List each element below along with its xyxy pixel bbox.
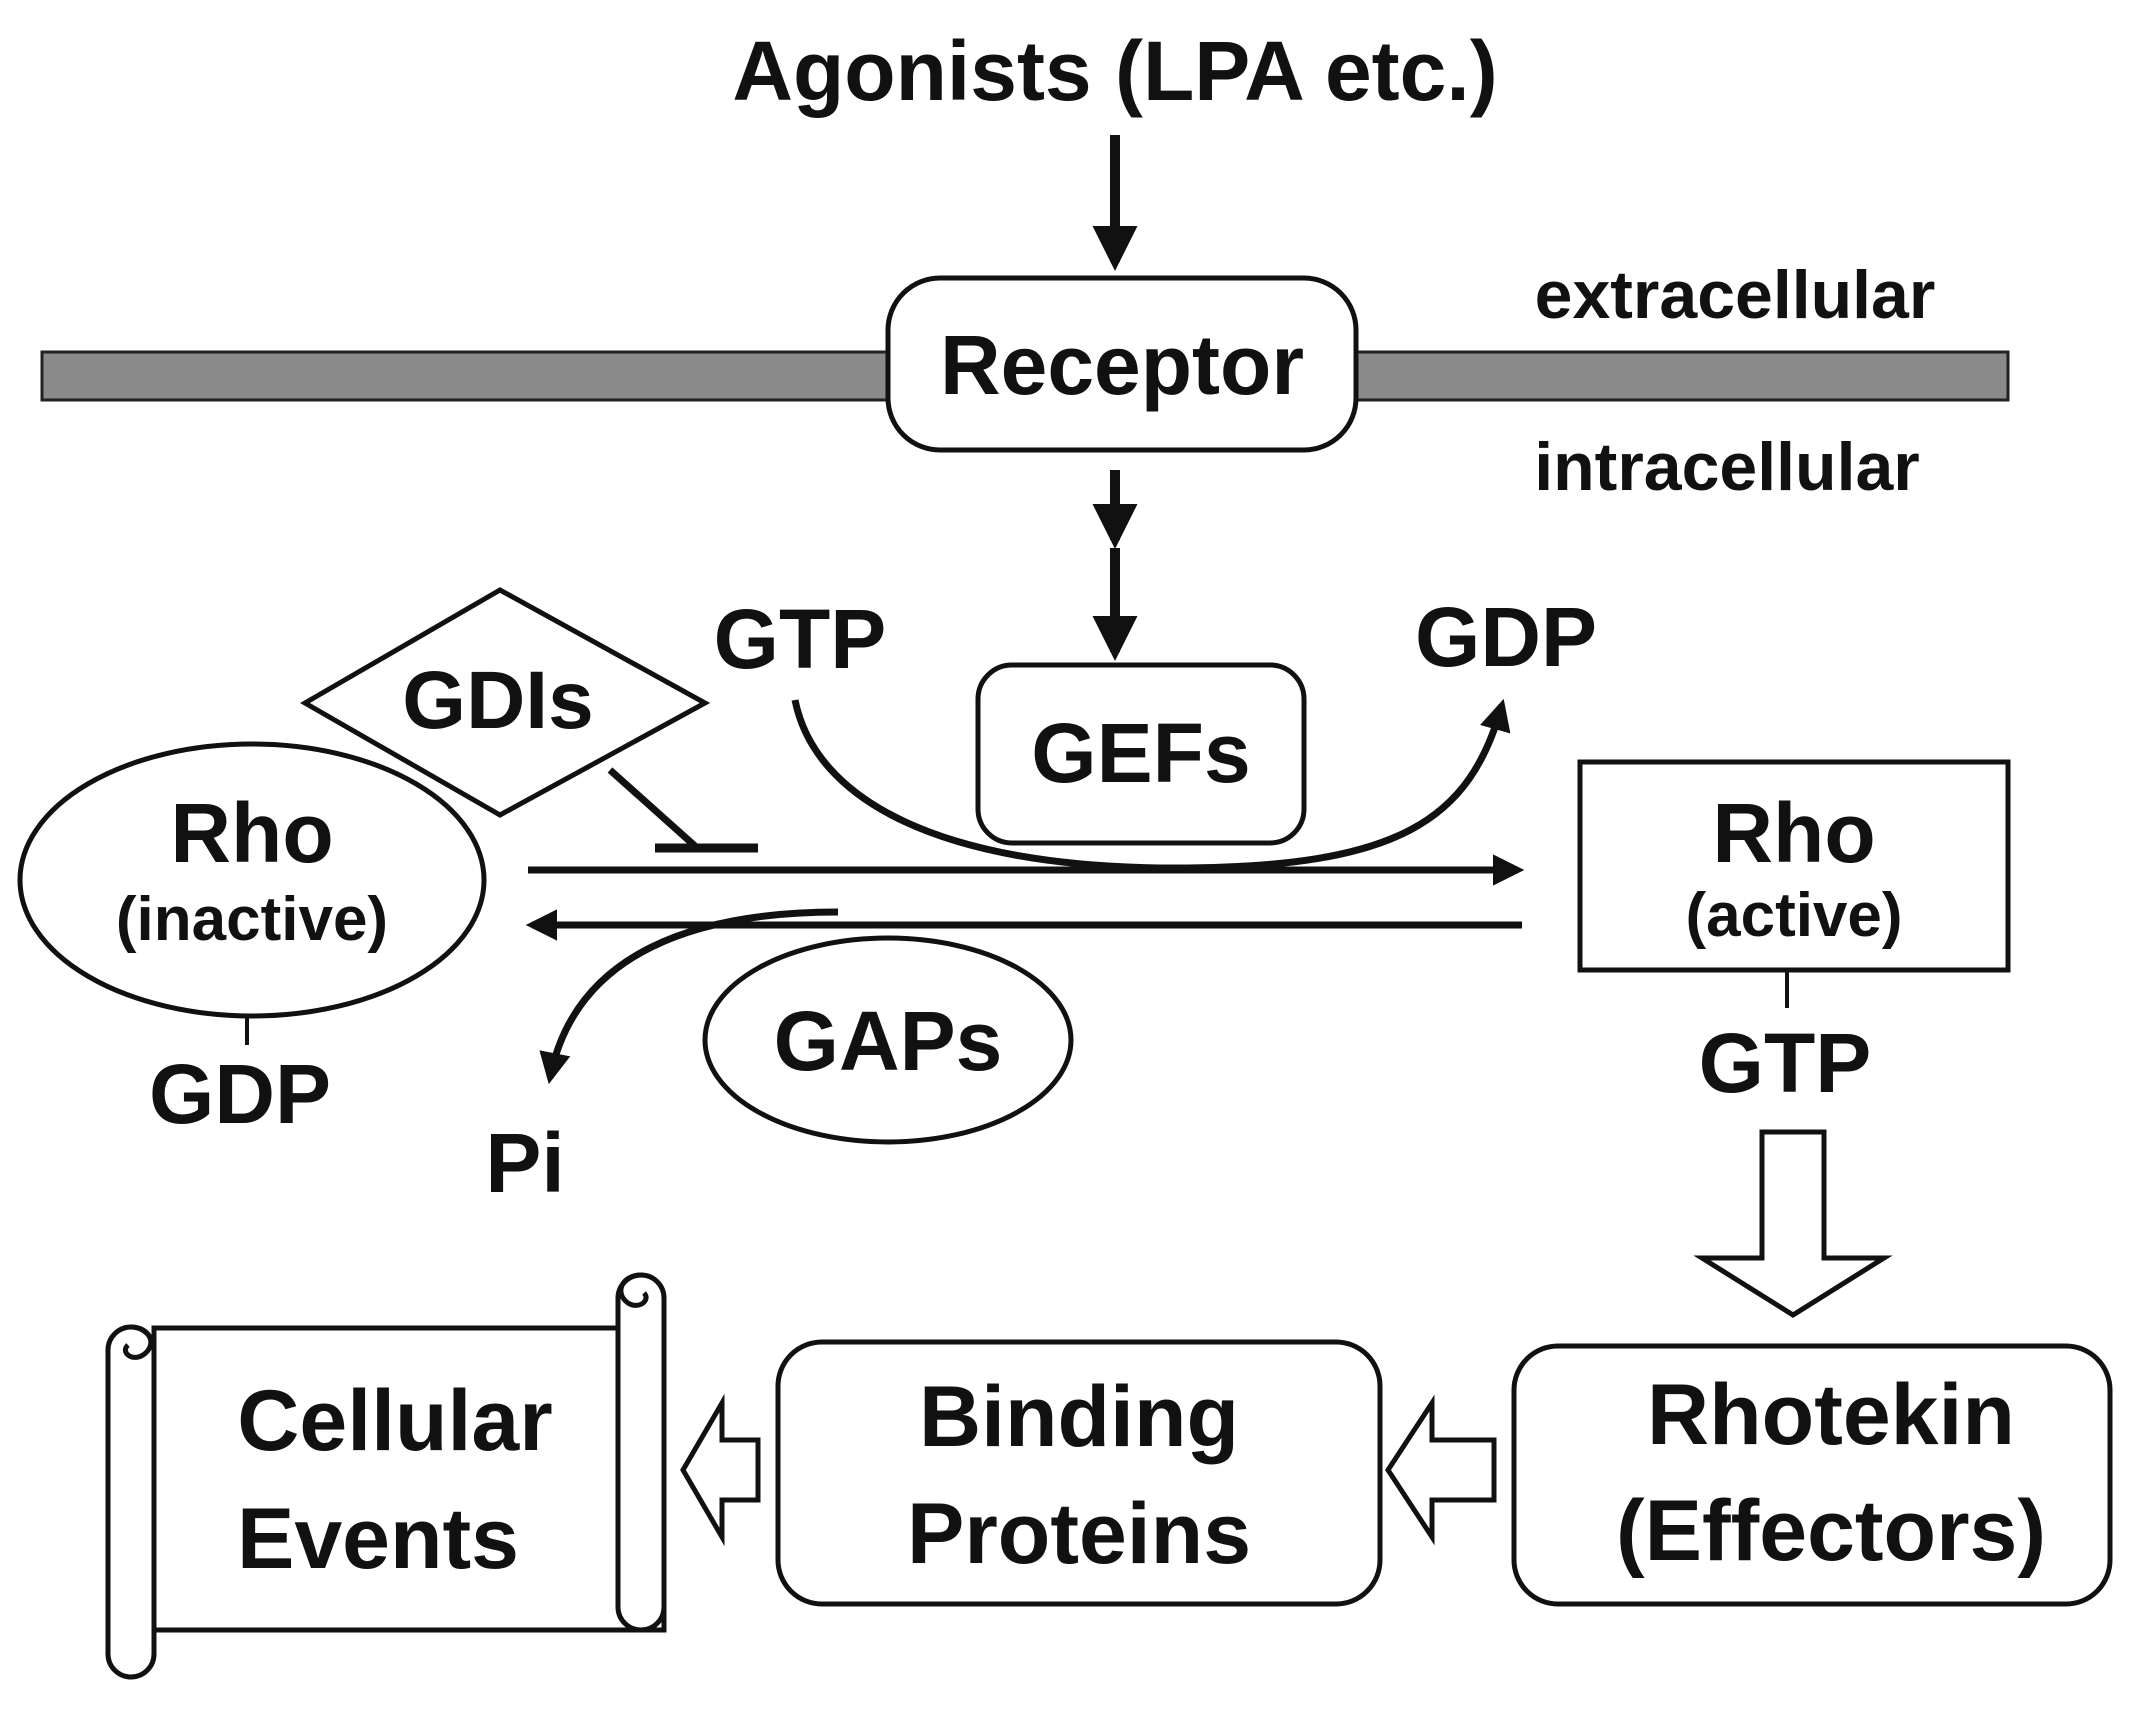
rhotekin-to-binding-hollow-arrow	[1385, 1394, 1497, 1546]
gdp-output-label: GDP	[1415, 590, 1597, 684]
rhotekin-box	[1511, 1343, 2113, 1607]
rho-inactive-ellipse	[17, 741, 487, 1019]
cellular-events-scroll	[105, 1272, 667, 1680]
gdis-label: GDIs	[402, 655, 593, 746]
gaps-ellipse	[702, 935, 1074, 1145]
gdis-inhibition-line	[607, 767, 698, 849]
rhotekin-line2: (Effectors)	[1616, 1483, 2046, 1579]
rho-active-gtp: GTP	[1699, 1016, 1872, 1110]
rho-inactive-name: Rho	[170, 786, 333, 880]
cellular-line2: Events	[237, 1491, 519, 1587]
binding-line2: Proteins	[907, 1486, 1251, 1582]
rho-to-rhotekin-hollow-arrow	[1693, 1129, 1893, 1318]
binding-line1: Binding	[919, 1369, 1239, 1465]
gefs-label: GEFs	[1031, 706, 1250, 800]
binding-to-cellular-hollow-arrow	[680, 1393, 761, 1547]
pi-release-curve	[539, 908, 839, 1085]
gtp-input-label: GTP	[714, 592, 887, 686]
rhotekin-line1: Rhotekin	[1647, 1367, 2015, 1463]
rho-active-state: (active)	[1685, 881, 1902, 950]
gefs-box	[975, 662, 1307, 846]
receptor-label: Receptor	[940, 318, 1304, 412]
gdis-diamond	[299, 587, 711, 818]
agonists-label: Agonists (LPA etc.)	[732, 24, 1497, 118]
rho-inactive-state: (inactive)	[116, 885, 388, 954]
cellular-line1: Cellular	[237, 1373, 552, 1469]
gaps-label: GAPs	[774, 994, 1003, 1088]
pi-label: Pi	[485, 1116, 564, 1210]
extracellular-label: extracellular	[1535, 257, 1936, 333]
receptor-box	[885, 275, 1359, 453]
rho-inactive-gdp: GDP	[149, 1047, 331, 1141]
binding-proteins-box	[775, 1339, 1383, 1607]
intracellular-label: intracellular	[1534, 429, 1920, 505]
rho-active-name: Rho	[1712, 786, 1875, 880]
rho-active-box	[1577, 759, 2011, 973]
